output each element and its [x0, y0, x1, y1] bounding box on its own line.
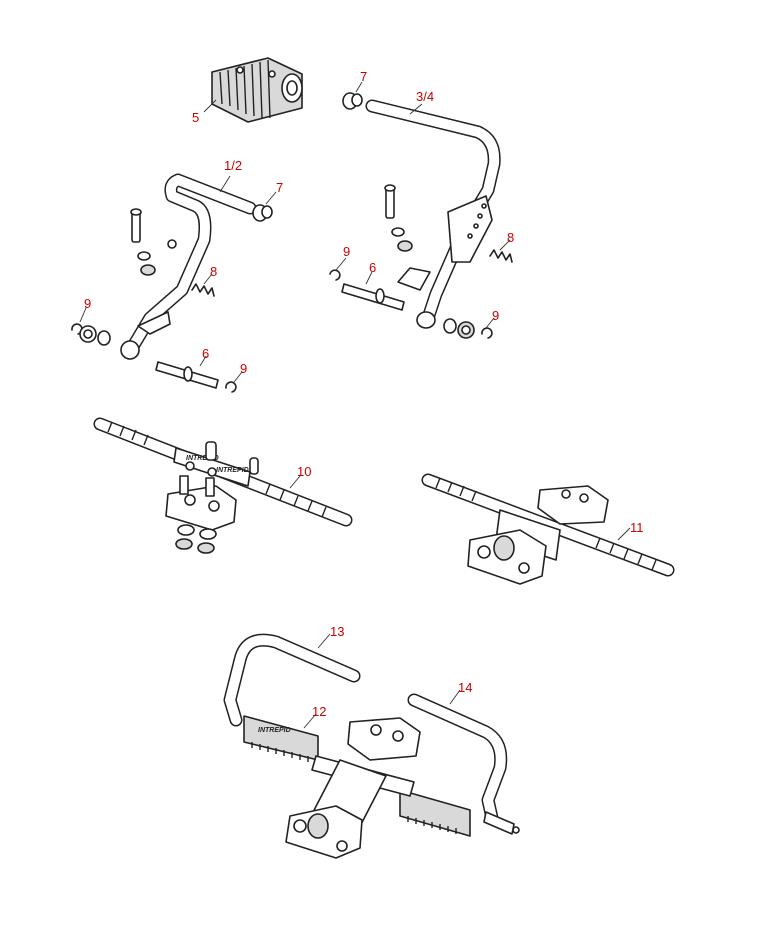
bolt-nut-stack-left — [130, 208, 156, 276]
part-12-footboard-assembly: INTREPID — [243, 715, 471, 859]
bracket-label-b: INTREPID — [216, 467, 249, 474]
part-8-spring-left — [191, 283, 215, 297]
callout-9-left: 9 — [84, 296, 91, 311]
callout-5: 5 — [192, 110, 199, 125]
part-9-clip-right-a — [329, 269, 341, 281]
callout-12: 12 — [312, 704, 326, 719]
callout-13: 13 — [330, 624, 344, 639]
callout-9-right-a: 9 — [343, 244, 350, 259]
part-9-clip-left-b — [225, 381, 237, 393]
callout-9-left-b: 9 — [240, 361, 247, 376]
plate-brand-left: INTREPID — [258, 727, 291, 734]
part-6-pin-left — [155, 361, 219, 389]
bracket-label-a: INTREPID — [186, 455, 219, 462]
bolt-nut-stack-right — [384, 184, 413, 252]
part-8-spring-right — [489, 249, 513, 263]
part-11-foot-peg-clamp — [421, 473, 675, 585]
washers-left — [71, 323, 111, 346]
part-6-pin-right — [341, 283, 405, 311]
callout-6-left: 6 — [202, 346, 209, 361]
part-5-foot-pedal — [211, 57, 303, 123]
callout-8-right: 8 — [507, 230, 514, 245]
part-3-4-lever-right — [365, 99, 501, 329]
callout-6-right: 6 — [369, 260, 376, 275]
callout-8-left: 8 — [210, 264, 217, 279]
callout-10: 10 — [297, 464, 311, 479]
callout-1-2: 1/2 — [224, 158, 242, 173]
callout-7-upper: 7 — [360, 69, 367, 84]
callout-9-right-b: 9 — [492, 308, 499, 323]
part-10-foot-peg-bar: INTREPID INTREPID — [93, 417, 353, 554]
part-7-end-cap-upper — [342, 92, 363, 110]
part-7-end-cap-lower — [252, 204, 273, 222]
callout-7-lower: 7 — [276, 180, 283, 195]
part-1-2-lever-left — [120, 173, 257, 360]
callout-3-4: 3/4 — [416, 89, 434, 104]
callout-14: 14 — [458, 680, 472, 695]
part-13-tubular-handle — [223, 633, 361, 727]
part-14-tubular-handle — [407, 693, 520, 835]
washers-right — [443, 318, 493, 339]
callout-11: 11 — [630, 520, 644, 535]
